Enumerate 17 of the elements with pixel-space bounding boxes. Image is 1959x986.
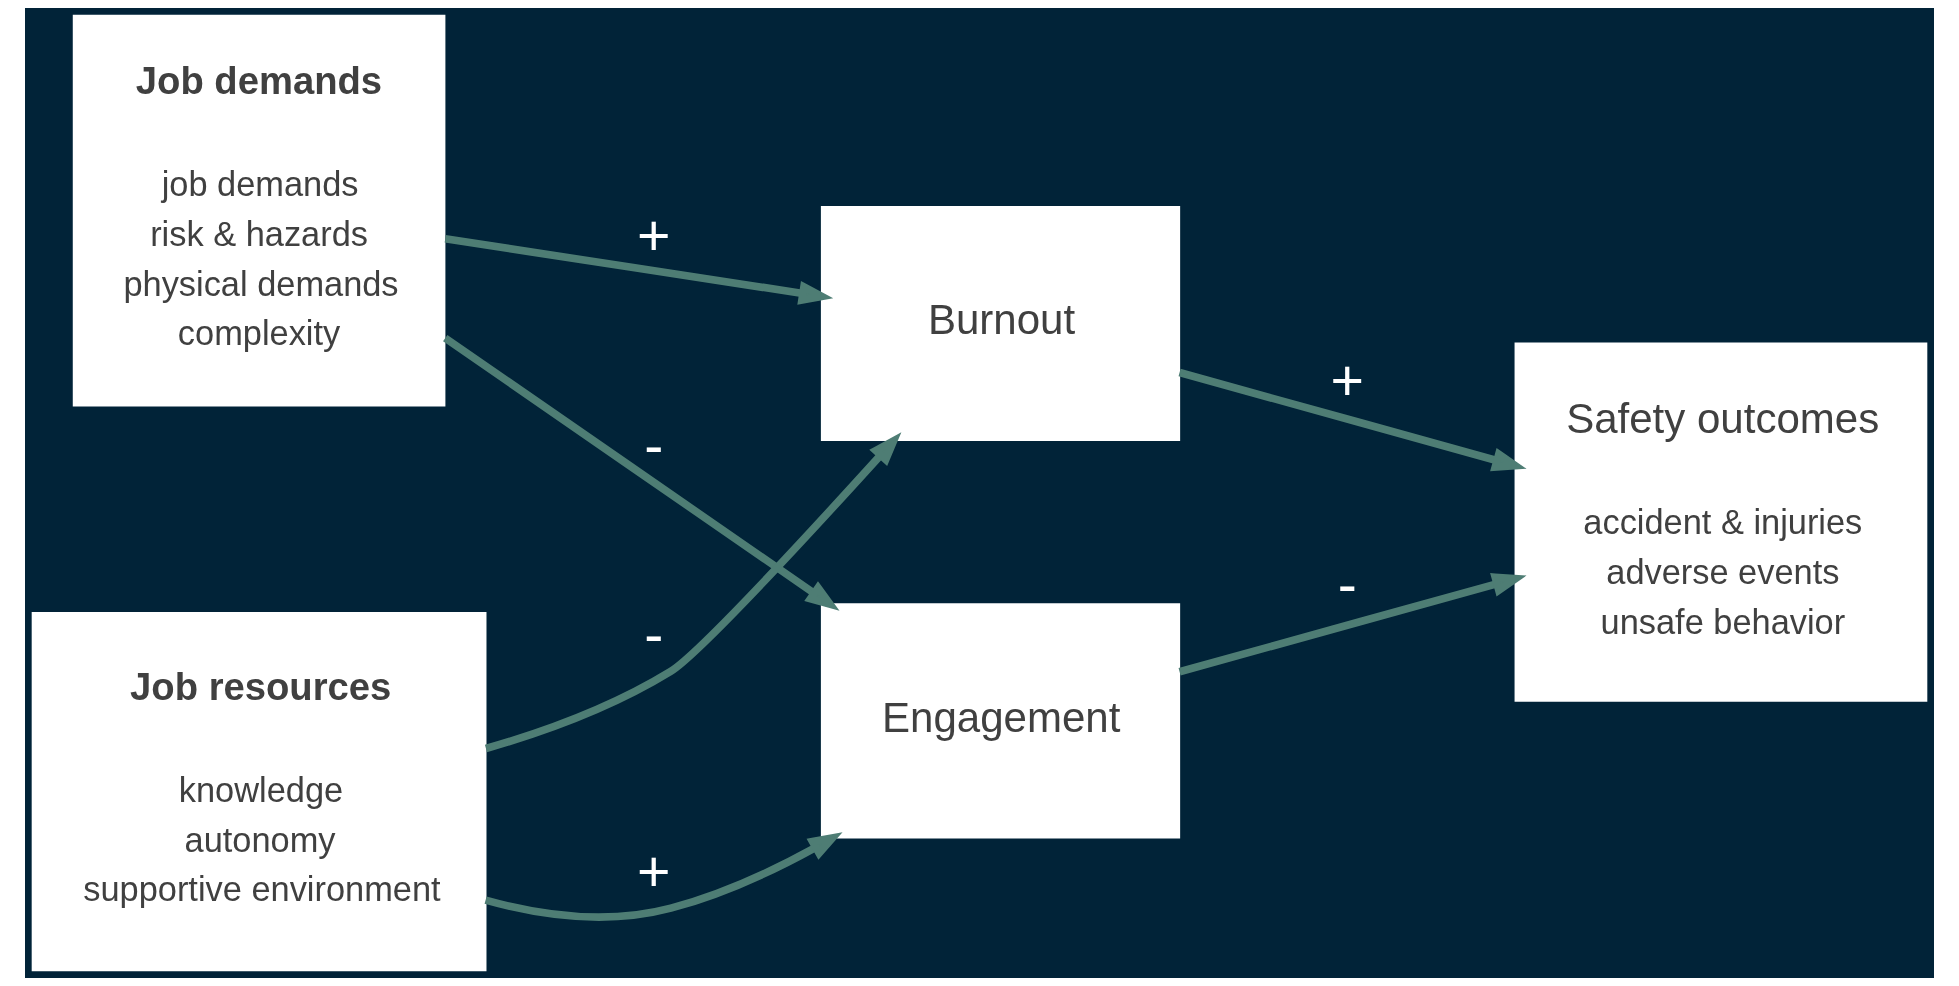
arrow: [1178, 368, 1527, 472]
arrow: [1178, 573, 1527, 676]
edge-label: -: [644, 412, 664, 477]
edge-label: +: [1330, 347, 1365, 412]
node-box: Burnout: [820, 205, 1181, 441]
arrow: [444, 235, 834, 305]
node-box: Job resources knowledge autonomy supportive environment: [31, 611, 487, 972]
node-box: Safety outcomes accident & injuries adverse events unsafe behavior: [1514, 342, 1928, 702]
node-box: Engagement: [820, 603, 1181, 839]
arrow: [484, 832, 843, 921]
node-box: Job demands job demands risk & hazards physical demands complexity: [72, 14, 446, 407]
arrow: [443, 334, 840, 611]
edge-label: +: [636, 838, 671, 903]
arrow: [484, 432, 902, 753]
edge-label: -: [1337, 552, 1357, 617]
edge-label: -: [644, 601, 664, 666]
edge-label: +: [636, 202, 671, 267]
